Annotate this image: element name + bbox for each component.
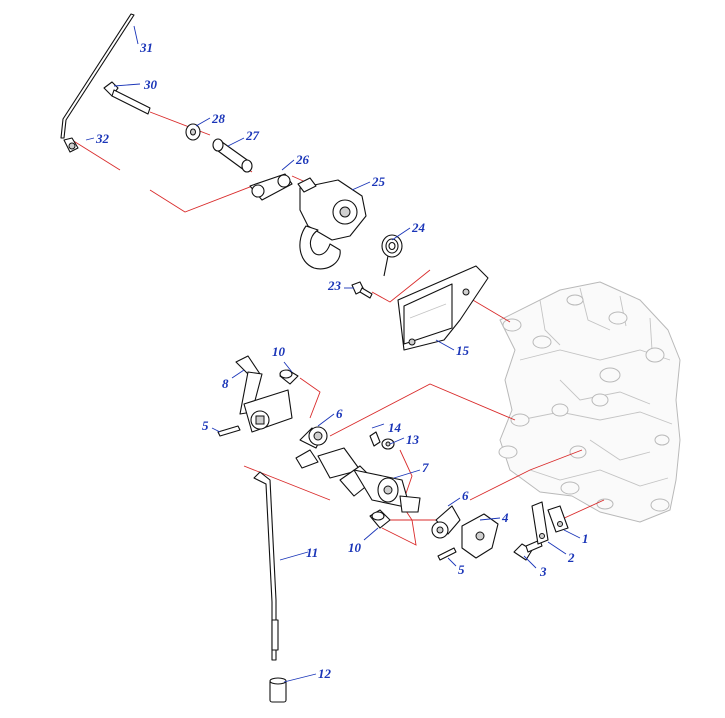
part-10-pin-lower (369, 509, 391, 529)
callout-24: 24 (411, 220, 426, 235)
callout-12: 12 (318, 666, 332, 681)
callout-5-lower: 5 (458, 562, 465, 577)
part-31-rod (60, 13, 135, 139)
part-10-pin-upper (279, 369, 299, 385)
callout-7: 7 (422, 460, 429, 475)
callout-28: 28 (211, 111, 226, 126)
part-14-pin (369, 431, 381, 447)
callout-3: 3 (539, 564, 547, 579)
callout-6-lower: 6 (462, 488, 469, 503)
callout-10-upper: 10 (272, 344, 286, 359)
callout-8: 8 (222, 376, 229, 391)
part-27-bushing (212, 138, 253, 173)
part-5-pin-left (217, 425, 241, 437)
callout-13: 13 (406, 432, 420, 447)
callout-27: 27 (245, 128, 260, 143)
callout-5-left: 5 (202, 418, 209, 433)
part-7-shift-shaft (317, 447, 421, 513)
callout-15: 15 (456, 343, 470, 358)
part-28-washer (185, 123, 201, 141)
part-25-throttle-cam (297, 177, 367, 270)
part-8-lever (235, 355, 293, 433)
part-5-pin-lower (437, 547, 457, 561)
part-11-rod (253, 471, 279, 661)
part-12-fitting (269, 677, 287, 703)
part-6-collar-upper (295, 426, 328, 469)
part-23-screw (351, 281, 373, 299)
callout-6-upper: 6 (336, 406, 343, 421)
part-2-clip (531, 501, 549, 545)
part-1-clip (547, 505, 569, 533)
callout-labels: 31 30 32 28 27 26 25 24 23 15 8 10 5 6 1… (95, 40, 589, 681)
callout-32: 32 (95, 131, 110, 146)
crankcase-block (498, 281, 681, 523)
part-15-bracket (397, 265, 489, 351)
callout-30: 30 (143, 77, 158, 92)
callout-4: 4 (501, 510, 509, 525)
callout-leaders (85, 25, 581, 683)
part-13-washer (381, 438, 395, 450)
part-30-bolt (103, 81, 151, 115)
callout-11: 11 (306, 545, 318, 560)
part-24-spring (381, 234, 403, 277)
callout-26: 26 (295, 152, 310, 167)
callout-23: 23 (327, 278, 342, 293)
callout-31: 31 (139, 40, 153, 55)
callout-10-lower: 10 (348, 540, 362, 555)
callout-25: 25 (371, 174, 386, 189)
callout-2: 2 (567, 550, 575, 565)
part-32-clip (63, 137, 79, 153)
callout-1: 1 (582, 531, 589, 546)
part-26-link (249, 173, 293, 201)
part-6-collar-lower (431, 505, 461, 539)
callout-14: 14 (388, 420, 402, 435)
part-4-cam-plate (461, 513, 499, 559)
